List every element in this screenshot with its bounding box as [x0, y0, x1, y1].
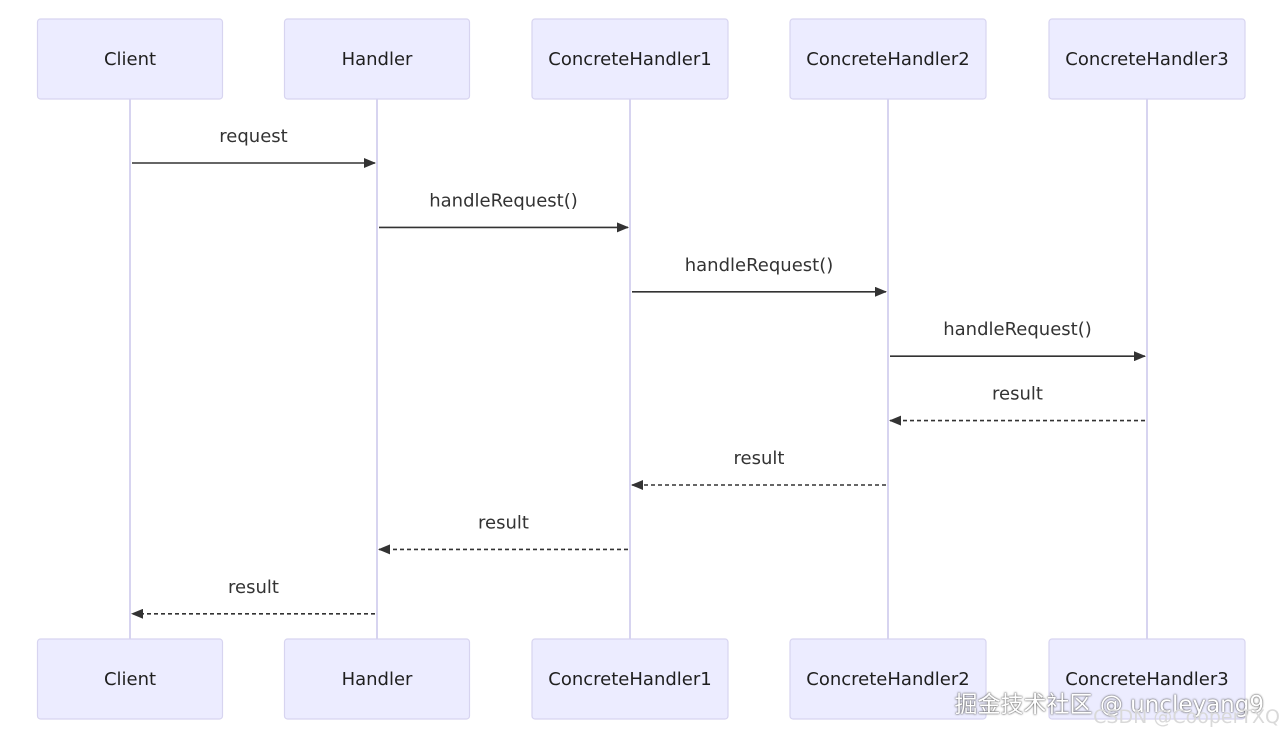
participant-box [283, 638, 471, 720]
participant-box [36, 18, 224, 100]
participant-ch1-bottom: ConcreteHandler1 [531, 638, 729, 720]
participant-client-top: Client [36, 18, 224, 100]
participant-label: Handler [342, 49, 413, 70]
participant-label: ConcreteHandler3 [1065, 669, 1228, 690]
message-label: result [228, 577, 279, 598]
participant-ch2-bottom: ConcreteHandler2 [789, 638, 987, 720]
message-7: result [378, 512, 628, 555]
participant-label: ConcreteHandler1 [548, 669, 711, 690]
participant-ch2-top: ConcreteHandler2 [789, 18, 987, 100]
participant-box [531, 18, 729, 100]
message-2: handleRequest() [379, 190, 629, 233]
message-label: result [992, 384, 1043, 405]
message-label: request [219, 126, 287, 147]
message-3: handleRequest() [632, 255, 887, 297]
participant-label: Client [104, 49, 156, 70]
participant-client-bottom: Client [36, 638, 224, 720]
participant-handler-bottom: Handler [283, 638, 471, 720]
message-6: result [631, 448, 886, 490]
participant-box [789, 18, 987, 100]
participant-label: Handler [342, 669, 413, 690]
message-1: request [132, 126, 376, 168]
message-5: result [889, 384, 1145, 426]
participant-box [36, 638, 224, 720]
message-label: handleRequest() [685, 255, 834, 276]
participant-label: ConcreteHandler3 [1065, 49, 1228, 70]
participant-box [1048, 638, 1246, 720]
participant-label: ConcreteHandler2 [806, 669, 969, 690]
participant-box [531, 638, 729, 720]
lifelines [129, 99, 1148, 639]
message-label: result [478, 512, 529, 533]
participant-ch3-bottom: ConcreteHandler3 [1048, 638, 1246, 720]
participant-box [1048, 18, 1246, 100]
messages: request handleRequest() handleRequest() han… [131, 126, 1146, 619]
participant-ch3-top: ConcreteHandler3 [1048, 18, 1246, 100]
participant-label: ConcreteHandler2 [806, 49, 969, 70]
message-8: result [131, 577, 375, 619]
message-label: handleRequest() [943, 319, 1092, 340]
participant-boxes: ClientClientHandlerHandlerConcreteHandle… [36, 18, 1246, 720]
message-label: result [734, 448, 785, 469]
participant-label: Client [104, 669, 156, 690]
watermark-csdn: CSDN @CooperTXQ [1093, 706, 1280, 728]
participant-handler-top: Handler [283, 18, 471, 100]
participant-ch1-top: ConcreteHandler1 [531, 18, 729, 100]
message-label: handleRequest() [429, 190, 578, 211]
watermark-juejin: 掘金技术社区 @ uncleyang9 [954, 692, 1264, 718]
participant-box [789, 638, 987, 720]
participant-label: ConcreteHandler1 [548, 49, 711, 70]
message-4: handleRequest() [890, 319, 1146, 362]
participant-box [283, 18, 471, 100]
